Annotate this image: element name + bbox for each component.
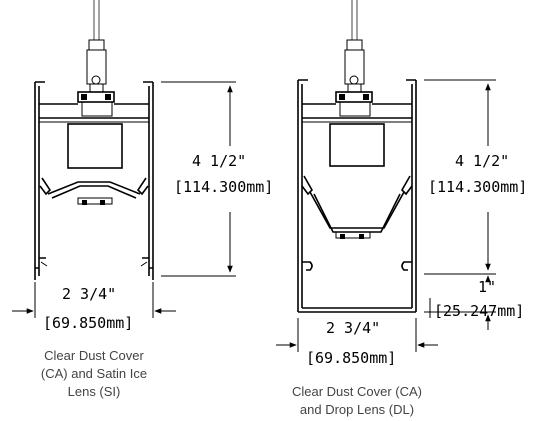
right-drop-fraction-label: 1" — [478, 278, 496, 296]
right-width-fraction-label: 2 3/4" — [326, 319, 380, 337]
right-fixture-drawing — [297, 0, 417, 313]
left-caption-line-2: (CA) and Satin Ice — [41, 366, 147, 381]
left-height-fraction-label: 4 1/2" — [192, 152, 246, 170]
left-height-dimension — [161, 81, 236, 277]
left-fixture-drawing — [34, 0, 154, 280]
right-drop-dimension — [424, 275, 496, 330]
right-height-dimension — [424, 79, 496, 275]
right-drop-mm-label: [25.247mm] — [434, 302, 524, 320]
left-width-dimension — [12, 282, 176, 318]
right-height-mm-label: [114.300mm] — [428, 178, 527, 196]
right-width-dimension — [276, 318, 438, 352]
left-caption-line-1: Clear Dust Cover — [44, 348, 144, 363]
right-height-fraction-label: 4 1/2" — [455, 152, 509, 170]
right-caption-line-1: Clear Dust Cover (CA) — [292, 384, 422, 399]
left-height-mm-label: [114.300mm] — [174, 178, 273, 196]
left-width-mm-label: [69.850mm] — [43, 314, 133, 332]
left-width-fraction-label: 2 3/4" — [62, 285, 116, 303]
left-caption-line-3: Lens (SI) — [68, 384, 121, 399]
right-caption-line-2: and Drop Lens (DL) — [300, 402, 414, 417]
right-width-mm-label: [69.850mm] — [306, 349, 396, 367]
